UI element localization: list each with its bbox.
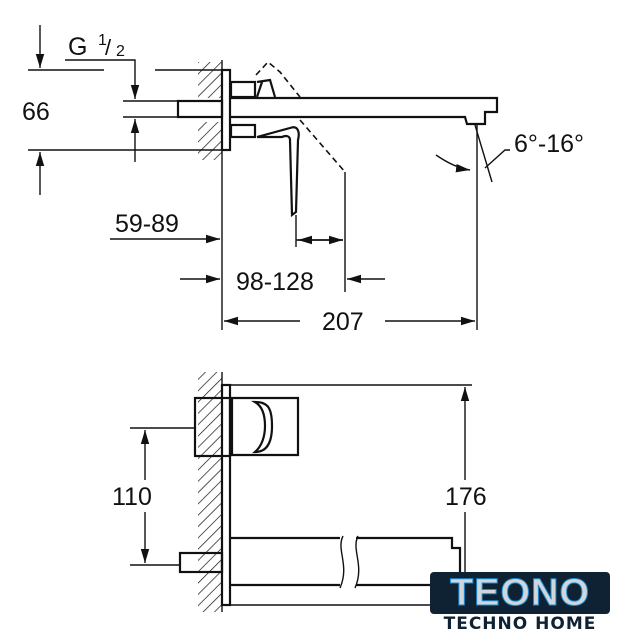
lever-dashed-position <box>255 60 346 173</box>
dim-110-label: 110 <box>112 483 152 511</box>
thread-leader <box>65 59 140 99</box>
front-view: 176 110 <box>112 372 487 612</box>
angle-arc <box>435 154 471 173</box>
break-line <box>339 535 360 589</box>
svg-text:/: / <box>105 35 112 60</box>
logo-brand: TEONO <box>430 572 610 615</box>
dim-176-label: 176 <box>445 483 487 511</box>
valve-body-top <box>229 80 257 99</box>
wall-hatch <box>198 62 222 98</box>
spout <box>230 96 499 126</box>
side-view: 66 G 1 / 2 6°-16° 59-89 <box>22 25 584 336</box>
angle-line <box>474 124 493 183</box>
wall-hatch <box>198 372 222 612</box>
inlet-pipe <box>176 99 224 119</box>
thread-numerator: 1 <box>98 32 107 49</box>
thread-denominator: 2 <box>116 43 125 60</box>
dim-207-label: 207 <box>322 308 364 336</box>
inlet-pipe <box>178 551 224 574</box>
lever-handle <box>255 78 300 218</box>
dim-98-128-label: 98-128 <box>236 268 314 296</box>
wall-plate <box>220 68 232 152</box>
valve-body <box>193 396 232 458</box>
dim-angle-label: 6°-16° <box>514 130 584 158</box>
dim-66-label: 66 <box>22 98 50 126</box>
dim-59-89-label: 59-89 <box>115 210 179 238</box>
valve-body-bottom <box>229 123 257 139</box>
thread-label: G <box>68 33 87 61</box>
brand-logo: TEONO TECHNO HOME <box>430 572 610 634</box>
logo-tagline: TECHNO HOME <box>443 614 597 634</box>
wall-plate <box>220 383 232 607</box>
handle <box>230 396 300 457</box>
wall-hatch <box>198 122 222 160</box>
spout-front <box>230 536 462 587</box>
